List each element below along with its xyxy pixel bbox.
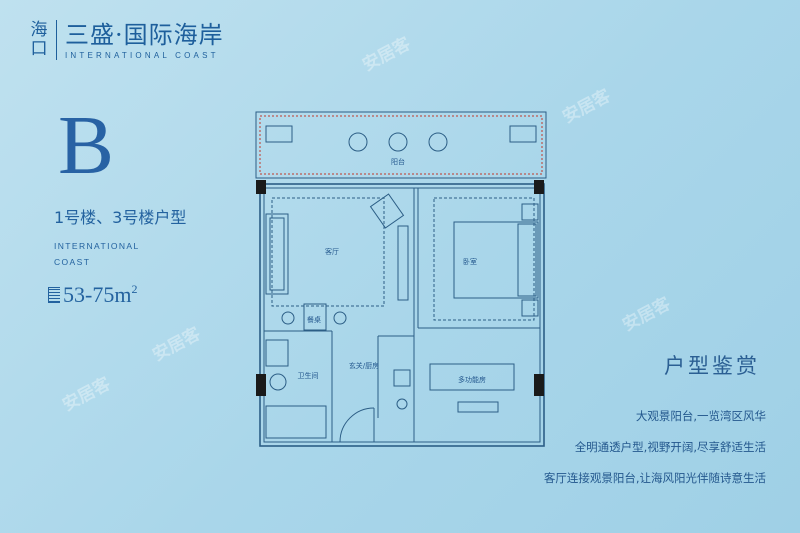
multi-room-table <box>457 401 499 413</box>
balcony-rail <box>259 115 543 175</box>
label-balcony: 阳台 <box>391 157 405 166</box>
label-living: 客厅 <box>325 247 339 256</box>
bed <box>453 221 539 299</box>
logo-divider <box>56 20 57 60</box>
label-entry-kitchen: 玄关/厨房 <box>349 361 379 370</box>
living-zone <box>271 197 385 307</box>
nightstand-bottom <box>521 299 539 317</box>
label-dining: 餐桌 <box>307 315 321 324</box>
washbasin <box>269 373 287 391</box>
sofa-cushion <box>269 217 285 291</box>
entry-door-swing <box>339 407 375 443</box>
area-value: 53-75m2 <box>63 282 138 307</box>
label-bathroom: 卫生间 <box>298 371 319 380</box>
unit-type-letter: B <box>58 99 115 192</box>
label-multi-room: 多功能房 <box>458 375 486 384</box>
stove <box>396 398 408 410</box>
sofa <box>265 213 289 295</box>
balcony-chair-right <box>428 132 448 152</box>
brand-logo: 海 口 三盛·国际海岸 INTERNATIONAL COAST <box>28 20 224 60</box>
pillar-top-right <box>534 180 544 194</box>
tv-cabinet <box>397 225 409 301</box>
feature-3: 客厅连接观景阳台,让海风阳光伴随诗意生活 <box>543 471 766 485</box>
brand-subtitle: INTERNATIONAL COAST <box>65 50 219 60</box>
dining-chair-right <box>333 311 347 325</box>
armchair <box>369 193 405 229</box>
balcony-area <box>255 111 547 179</box>
outer-wall <box>259 183 545 447</box>
balcony-table <box>388 132 408 152</box>
watermark: 安居客 <box>149 323 204 366</box>
watermark: 安居客 <box>559 85 614 128</box>
feature-2: 全明通透户型,视野开阔,尽享舒适生活 <box>574 440 766 454</box>
bedroom-zone <box>433 197 535 321</box>
floor-plan: 阳台 客厅 卧室 餐桌 卫生间 玄关/厨房 多功能房 <box>255 111 547 447</box>
sink <box>393 369 411 387</box>
nightstand-top <box>521 203 539 221</box>
balcony-chair-left <box>348 132 368 152</box>
pillar-mid-left <box>256 374 266 396</box>
dining-table <box>303 303 327 331</box>
watermark: 安居客 <box>619 293 674 336</box>
brand-name: 三盛·国际海岸 <box>65 20 224 49</box>
toilet <box>265 339 289 367</box>
section-title: 户型鉴赏 <box>664 354 760 378</box>
pillow <box>517 223 537 297</box>
watermark: 安居客 <box>359 33 414 76</box>
label-bedroom: 卧室 <box>463 257 477 266</box>
multi-room-bed <box>429 363 515 391</box>
ac-unit-left <box>265 125 293 143</box>
building-label: 1号楼、3号楼户型 <box>54 208 187 227</box>
feature-1: 大观景阳台,一览湾区风华 <box>635 409 766 423</box>
pillar-mid-right <box>534 374 544 396</box>
inner-wall <box>263 187 541 443</box>
intl-text: INTERNATIONAL COAST <box>54 241 140 267</box>
pillar-top-left <box>256 180 266 194</box>
city-vertical-text: 海 口 <box>30 20 48 59</box>
area-row: 53-75m2 <box>48 282 137 308</box>
shower <box>265 405 327 439</box>
dining-chair-left <box>281 311 295 325</box>
watermark: 安居客 <box>59 373 114 416</box>
ac-unit-right <box>509 125 537 143</box>
area-marker-icon <box>48 287 60 303</box>
